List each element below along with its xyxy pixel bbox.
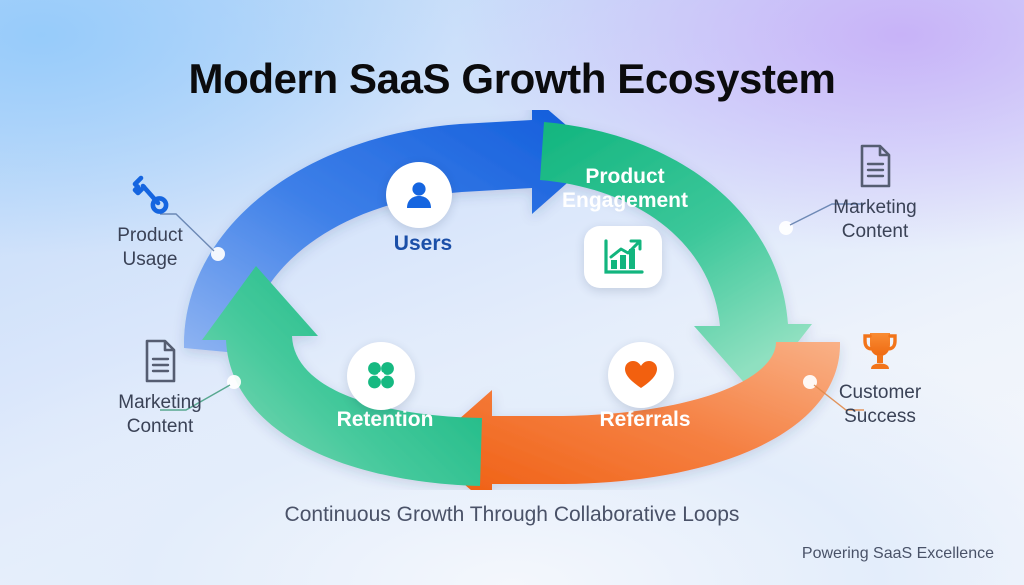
connector-dot-customer-success	[803, 375, 817, 389]
referrals-icon-badge	[608, 342, 674, 408]
segment-arrow-engagement	[540, 122, 812, 396]
callout-label: Customer Success	[838, 382, 922, 428]
callout-marketing-content-top: Marketing Content	[800, 140, 950, 245]
bar-chart-growth-icon	[604, 239, 644, 274]
connector-dot-marketing-bottom	[227, 375, 241, 389]
diagram-caption: Continuous Growth Through Collaborative …	[284, 503, 740, 526]
engagement-icon-badge	[584, 226, 662, 288]
connector-dot-marketing-top	[779, 221, 793, 235]
retention-icon-badge	[347, 342, 415, 410]
leader-line-marketing-top	[789, 203, 864, 226]
user-icon	[407, 182, 431, 208]
heart-icon	[625, 361, 657, 388]
people-group-icon	[368, 362, 394, 389]
document-icon	[140, 335, 180, 385]
callout-marketing-content-bottom: Marketing Content	[85, 335, 235, 440]
page-title: Modern SaaS Growth Ecosystem	[188, 55, 836, 102]
callout-label: Marketing Content	[833, 197, 917, 243]
trophy-icon	[857, 325, 903, 375]
segment-arrow-referrals	[424, 342, 841, 490]
footer-note: Powering SaaS Excellence	[801, 545, 994, 562]
callout-customer-success: Customer Success	[805, 325, 955, 430]
users-icon-badge	[386, 162, 452, 228]
callout-product-usage: Product Usage	[75, 168, 225, 273]
document-icon	[855, 140, 895, 190]
callout-label: Marketing Content	[118, 392, 202, 438]
wrench-icon	[128, 168, 172, 218]
leader-line-product-usage	[160, 213, 215, 252]
leader-line-customer-success	[813, 384, 864, 411]
connector-dot-product-usage	[211, 247, 225, 261]
leader-line-marketing-bottom	[160, 384, 231, 411]
callout-label: Product Usage	[117, 225, 183, 271]
segment-arrow-retention	[202, 266, 482, 486]
growth-cycle-ring	[160, 110, 864, 490]
segment-arrow-users	[183, 110, 600, 354]
